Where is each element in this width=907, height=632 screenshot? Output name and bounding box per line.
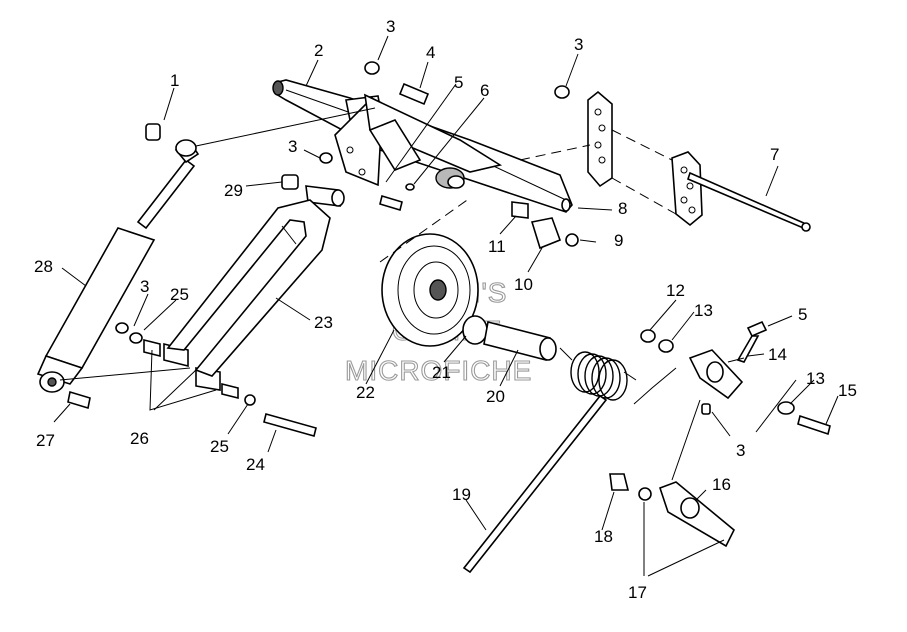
callout-19: 19 — [452, 485, 471, 504]
callout-22: 22 — [356, 383, 375, 402]
small-hardware — [67, 61, 579, 437]
callout-25: 25 — [210, 437, 229, 456]
callout-28: 28 — [34, 257, 53, 276]
watermark-line-3: MICROFICHE — [345, 355, 532, 386]
callout-26: 26 — [130, 429, 149, 448]
callout-4: 4 — [426, 43, 435, 62]
callout-3: 3 — [736, 441, 745, 460]
a-arm-23 — [166, 199, 331, 377]
shock-absorber-28 — [36, 139, 200, 393]
spacer-tube-20 — [483, 321, 557, 361]
callout-23: 23 — [314, 313, 333, 332]
callout-2: 2 — [314, 41, 323, 60]
callout-13: 13 — [806, 369, 825, 388]
callout-18: 18 — [594, 527, 613, 546]
callout-12: 12 — [666, 281, 685, 300]
callout-29: 29 — [224, 181, 243, 200]
callout-27: 27 — [36, 431, 55, 450]
callout-24: 24 — [246, 455, 265, 474]
callout-3: 3 — [574, 35, 583, 54]
callout-1: 1 — [170, 71, 179, 90]
callout-3: 3 — [140, 277, 149, 296]
callout-8: 8 — [618, 199, 627, 218]
callout-17: 17 — [628, 583, 647, 602]
callout-15: 15 — [838, 381, 857, 400]
callout-16: 16 — [712, 475, 731, 494]
callout-10: 10 — [514, 275, 533, 294]
torsion-spring-19 — [462, 347, 637, 574]
mounting-bracket-plates — [519, 90, 703, 227]
callout-3: 3 — [386, 17, 395, 36]
callout-20: 20 — [486, 387, 505, 406]
callout-5: 5 — [798, 305, 807, 324]
callout-14: 14 — [768, 345, 787, 364]
callout-13: 13 — [694, 301, 713, 320]
rod-7 — [687, 171, 811, 232]
callout-6: 6 — [480, 81, 489, 100]
callout-9: 9 — [614, 231, 623, 250]
callout-3: 3 — [288, 137, 297, 156]
callout-7: 7 — [770, 145, 779, 164]
leader-lines — [53, 35, 839, 577]
pivot-hardware — [609, 320, 831, 548]
callout-21: 21 — [432, 363, 451, 382]
callout-25: 25 — [170, 285, 189, 304]
callout-11: 11 — [488, 237, 506, 256]
idler-wheel-22 — [379, 197, 488, 347]
callout-labels: 1 2 3 3 3 3 3 4 5 5 6 7 8 9 10 11 12 13 … — [34, 17, 857, 602]
callout-5: 5 — [454, 73, 463, 92]
